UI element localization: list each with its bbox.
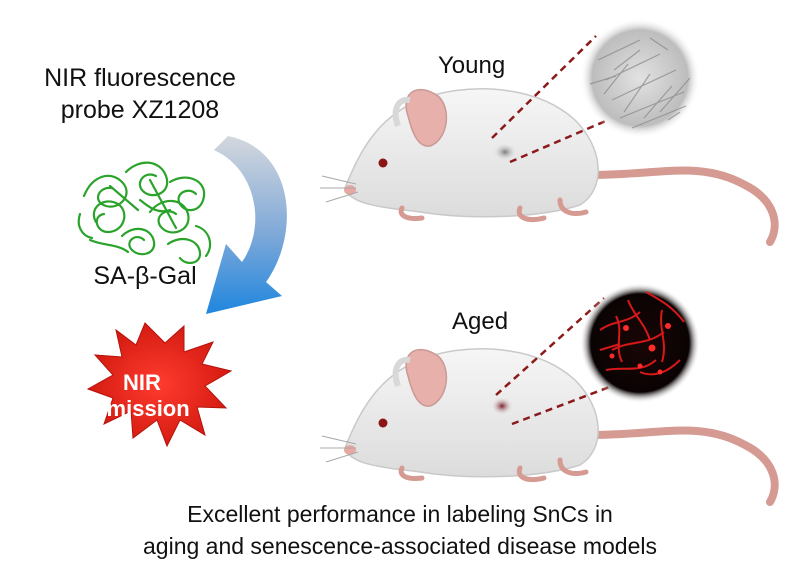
caption-line2: aging and senescence-associated disease … xyxy=(143,533,657,559)
young-micrograph-inset xyxy=(580,18,700,138)
aged-mouse xyxy=(320,349,775,502)
nir-emission-label: NIR emission xyxy=(62,370,222,422)
caption: Excellent performance in labeling SnCs i… xyxy=(0,498,800,562)
aged-label: Aged xyxy=(452,308,509,335)
enzyme-label: SA-β-Gal xyxy=(93,262,197,290)
reaction-arrow xyxy=(206,136,287,314)
young-mouse xyxy=(320,89,775,242)
probe-title-line2: probe XZ1208 xyxy=(60,96,220,124)
probe-title-line1: NIR fluorescence xyxy=(44,64,236,92)
young-connector-lines xyxy=(491,35,609,164)
nir-emission-line2: emission xyxy=(94,396,190,421)
young-label: Young xyxy=(438,52,506,79)
protein-structure-icon xyxy=(77,161,212,264)
aged-connector-lines xyxy=(495,297,613,426)
nir-emission-burst xyxy=(86,322,233,448)
aged-micrograph-inset xyxy=(580,283,700,403)
nir-emission-line1: NIR xyxy=(123,370,161,395)
caption-line1: Excellent performance in labeling SnCs i… xyxy=(187,501,613,527)
probe-title: NIR fluorescence probe XZ1208 xyxy=(20,62,260,126)
